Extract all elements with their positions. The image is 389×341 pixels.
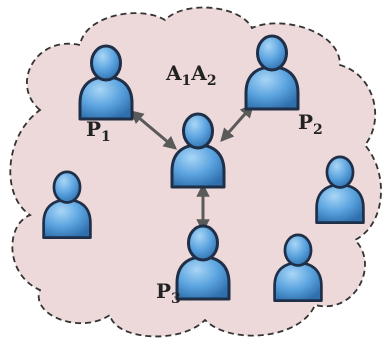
peer-label-p2: P2 (298, 110, 323, 138)
group-label: A1A2 (165, 61, 217, 89)
connection-arrows (129, 103, 254, 233)
arrow-center-p1 (129, 110, 178, 150)
peer-label-p3: P3 (156, 279, 181, 307)
arrow-center-p2 (220, 103, 254, 143)
peer-label-p1: P1 (86, 117, 111, 145)
